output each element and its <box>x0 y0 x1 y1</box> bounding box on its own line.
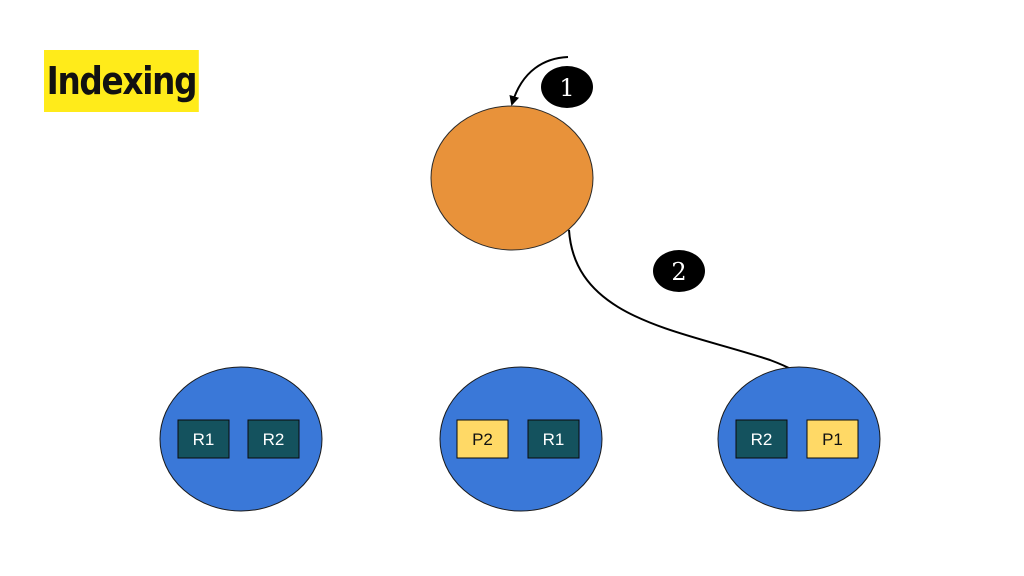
step-marker-1-label: 1 <box>559 74 574 102</box>
shard-box <box>247 419 300 459</box>
step-marker-2-label: 2 <box>671 258 686 286</box>
shard-label: R1 <box>193 430 215 449</box>
shard-label: R2 <box>263 430 285 449</box>
slide-title: Indexing <box>44 50 199 112</box>
data-node-1: R1 R2 <box>159 366 323 512</box>
shard-box <box>527 419 580 459</box>
shard-box <box>735 419 788 459</box>
shard-box <box>456 419 509 459</box>
shard-label: R1 <box>543 430 565 449</box>
data-node-3: R2 P1 <box>717 366 881 512</box>
step-marker-1: 1 <box>541 66 593 108</box>
request-arrow <box>509 56 569 106</box>
shard-label: R2 <box>751 430 773 449</box>
data-node-2: P2 R1 <box>439 366 603 512</box>
shard-box <box>806 419 859 459</box>
step-marker-2: 2 <box>653 250 705 292</box>
shard-label: P2 <box>472 430 493 449</box>
coordinating-node <box>430 105 594 251</box>
shard-label: P1 <box>822 430 843 449</box>
shard-box <box>177 419 230 459</box>
